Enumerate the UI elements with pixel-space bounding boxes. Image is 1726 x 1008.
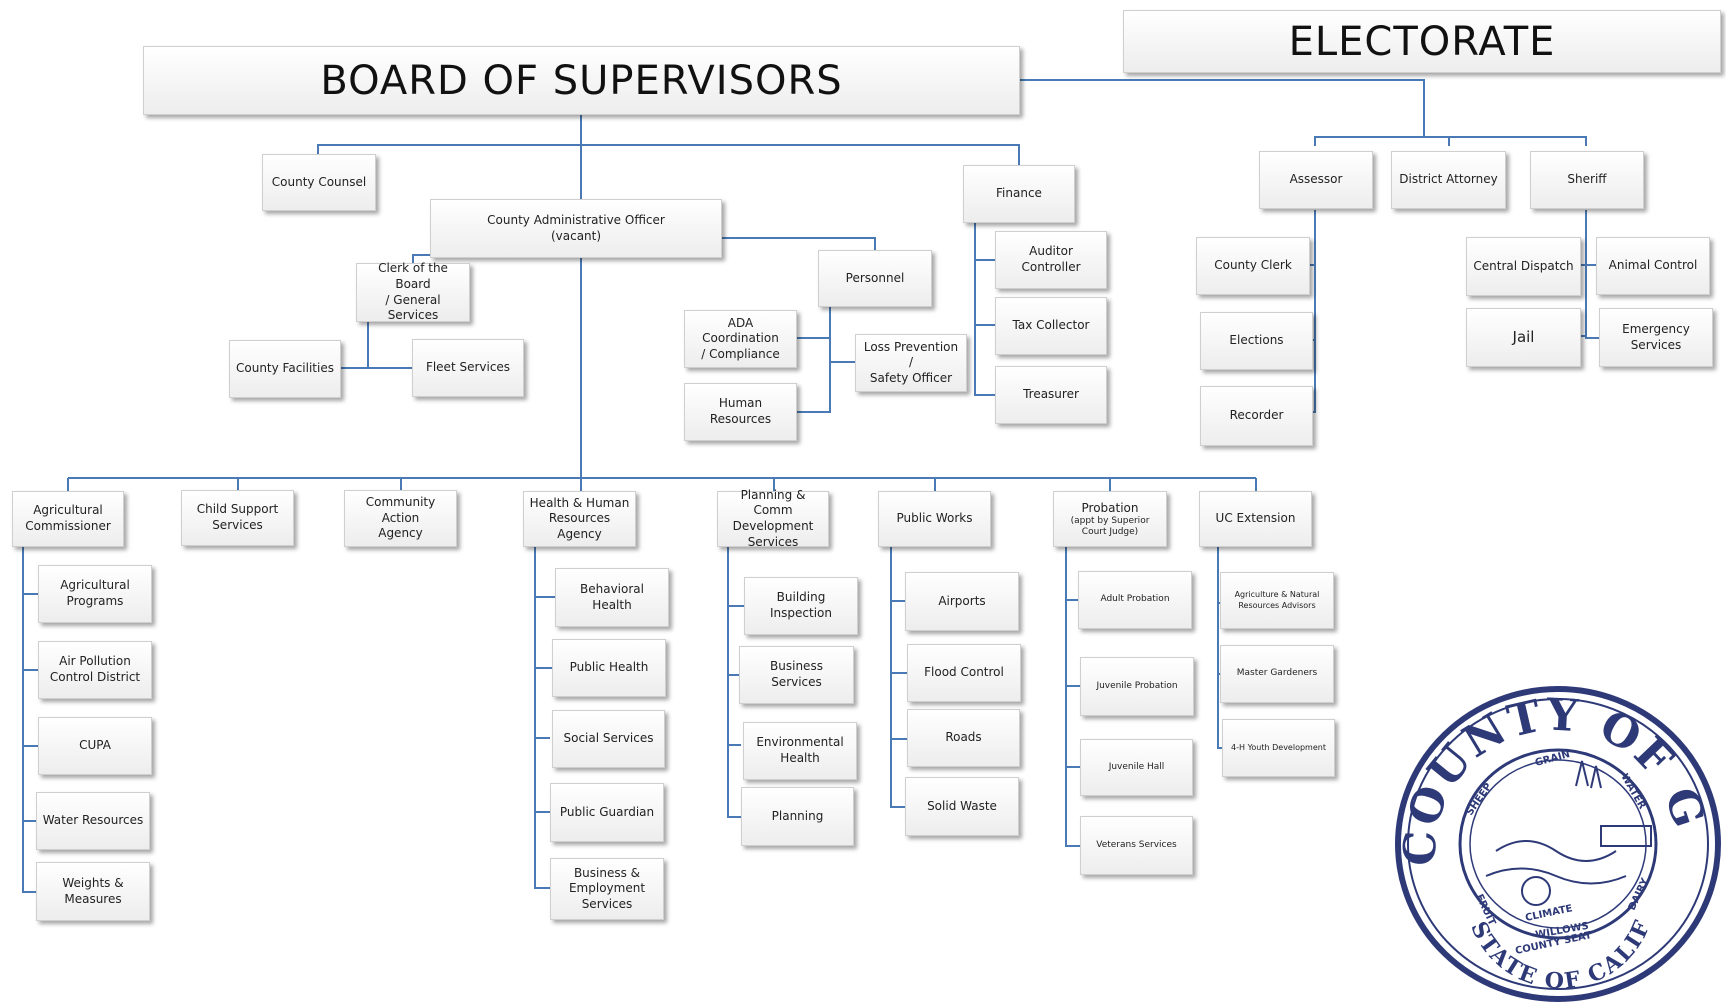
juvenile-probation[interactable]: Juvenile Probation xyxy=(1080,657,1194,716)
roads[interactable]: Roads xyxy=(907,709,1020,767)
behavioral-health[interactable]: Behavioral Health xyxy=(555,568,669,627)
flood-control[interactable]: Flood Control xyxy=(907,644,1021,702)
veterans-services[interactable]: Veterans Services xyxy=(1080,816,1193,875)
planning-comm-development[interactable]: Planning & Comm Development Services xyxy=(717,488,829,549)
county-counsel[interactable]: County Counsel xyxy=(262,154,376,211)
public-works[interactable]: Public Works xyxy=(878,491,991,547)
child-support-services[interactable]: Child Support Services xyxy=(181,490,294,546)
emergency-services[interactable]: Emergency Services xyxy=(1599,308,1713,367)
business-employment-services[interactable]: Business & Employment Services xyxy=(550,858,664,920)
animal-control[interactable]: Animal Control xyxy=(1596,237,1710,295)
district-attorney[interactable]: District Attorney xyxy=(1391,151,1506,209)
county-facilities[interactable]: County Facilities xyxy=(229,340,341,398)
central-dispatch[interactable]: Central Dispatch xyxy=(1466,237,1581,296)
airports[interactable]: Airports xyxy=(905,572,1019,631)
probation-label: Probation xyxy=(1081,500,1139,515)
probation-note: (appt by Superior Court Judge) xyxy=(1070,516,1150,537)
agricultural-commissioner[interactable]: Agricultural Commissioner xyxy=(12,491,124,547)
board-of-supervisors[interactable]: BOARD OF SUPERVISORS xyxy=(143,46,1020,115)
assessor[interactable]: Assessor xyxy=(1259,151,1373,209)
master-gardeners[interactable]: Master Gardeners xyxy=(1220,645,1334,703)
environmental-health[interactable]: Environmental Health xyxy=(743,722,857,780)
auditor-controller[interactable]: Auditor Controller xyxy=(995,231,1107,289)
seal-word-dairy: DAIRY xyxy=(1627,876,1652,912)
clerk-of-the-board[interactable]: Clerk of the Board / General Services xyxy=(356,261,470,322)
loss-prevention[interactable]: Loss Prevention / Safety Officer xyxy=(855,334,967,392)
public-guardian[interactable]: Public Guardian xyxy=(550,783,664,842)
ada-coordination[interactable]: ADA Coordination / Compliance xyxy=(684,310,797,368)
tax-collector[interactable]: Tax Collector xyxy=(995,297,1107,355)
health-human-resources-agency[interactable]: Health & Human Resources Agency xyxy=(523,491,636,547)
seal-top-text: COUNTY OF GLENN xyxy=(1376,676,1713,866)
building-inspection[interactable]: Building Inspection xyxy=(744,577,858,635)
treasurer[interactable]: Treasurer xyxy=(995,366,1107,424)
probation[interactable]: Probation (appt by Superior Court Judge) xyxy=(1053,491,1167,547)
water-resources[interactable]: Water Resources xyxy=(36,792,150,850)
juvenile-hall[interactable]: Juvenile Hall xyxy=(1080,739,1193,796)
air-pollution-control-district[interactable]: Air Pollution Control District xyxy=(38,641,152,699)
agriculture-natural-resources-advisors[interactable]: Agriculture & Natural Resources Advisors xyxy=(1220,572,1334,629)
finance[interactable]: Finance xyxy=(963,165,1075,223)
personnel[interactable]: Personnel xyxy=(818,250,932,307)
svg-text:COUNTY OF GLENN: COUNTY OF GLENN xyxy=(1376,676,1715,866)
recorder[interactable]: Recorder xyxy=(1200,386,1313,446)
county-clerk[interactable]: County Clerk xyxy=(1196,237,1310,295)
county-seal-logo: COUNTY OF GLENN STATE OF CALIFORNIA SHEE… xyxy=(1376,676,1721,1002)
4h-youth-development[interactable]: 4-H Youth Development xyxy=(1222,719,1335,777)
public-health[interactable]: Public Health xyxy=(552,639,666,697)
elections[interactable]: Elections xyxy=(1200,312,1313,370)
seal-word-climate: CLIMATE xyxy=(1524,903,1573,924)
weights-measures[interactable]: Weights & Measures xyxy=(36,862,150,921)
adult-probation[interactable]: Adult Probation xyxy=(1078,571,1192,629)
solid-waste[interactable]: Solid Waste xyxy=(905,777,1019,836)
agricultural-programs[interactable]: Agricultural Programs xyxy=(38,565,152,623)
electorate[interactable]: ELECTORATE xyxy=(1123,10,1721,73)
fleet-services[interactable]: Fleet Services xyxy=(412,339,524,397)
county-administrative-officer[interactable]: County Administrative Officer (vacant) xyxy=(430,199,722,258)
jail[interactable]: Jail xyxy=(1466,308,1581,367)
sheriff[interactable]: Sheriff xyxy=(1530,151,1644,209)
planning[interactable]: Planning xyxy=(741,787,854,846)
social-services[interactable]: Social Services xyxy=(552,710,665,768)
community-action-agency[interactable]: Community Action Agency xyxy=(344,490,457,547)
uc-extension[interactable]: UC Extension xyxy=(1199,491,1312,547)
human-resources[interactable]: Human Resources xyxy=(684,383,797,441)
seal-word-fruit: FRUIT xyxy=(1473,893,1497,928)
business-services[interactable]: Business Services xyxy=(739,646,854,704)
cupa[interactable]: CUPA xyxy=(38,717,152,775)
